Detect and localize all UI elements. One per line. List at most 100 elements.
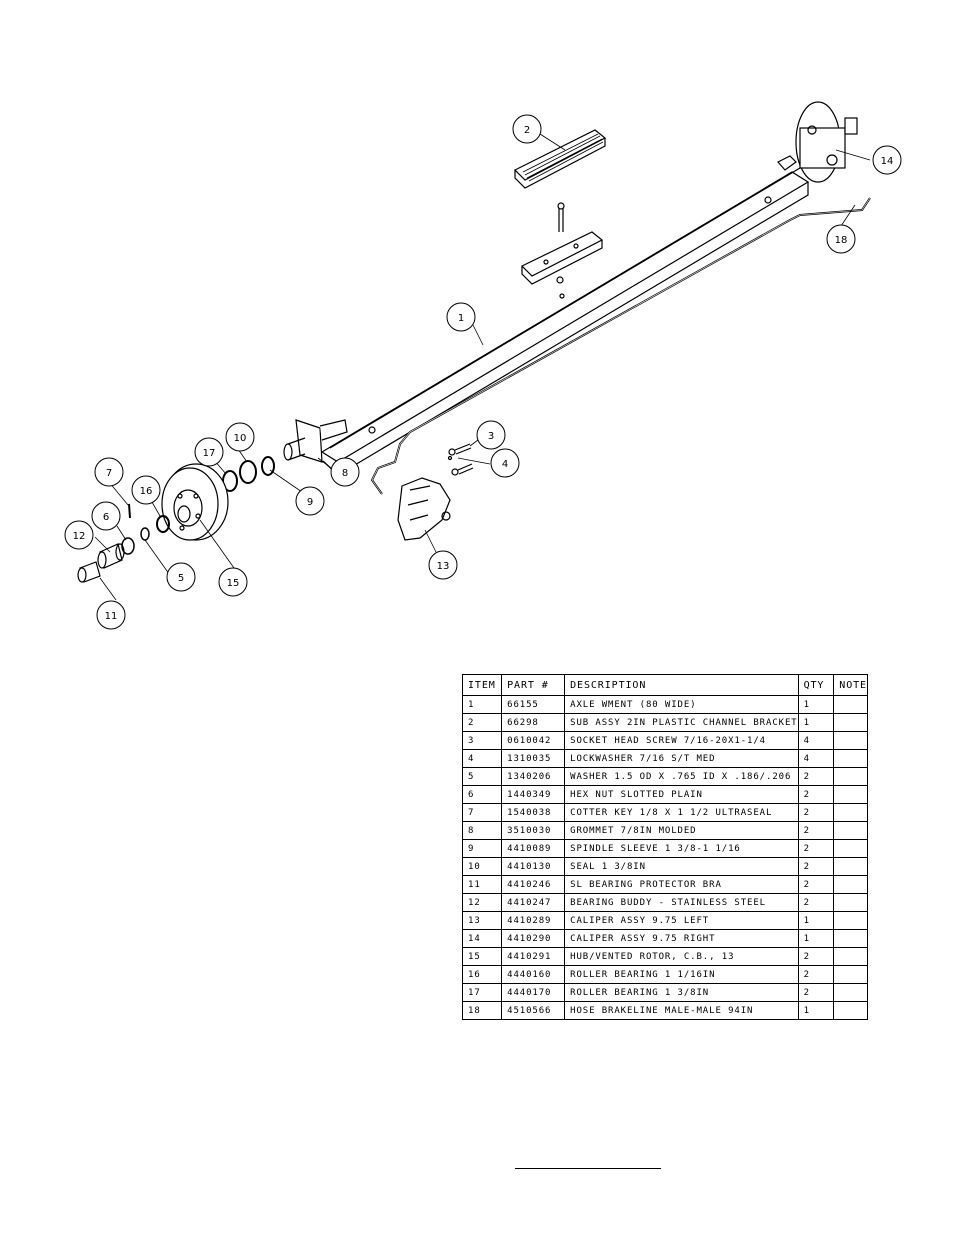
brake-line xyxy=(370,197,871,495)
cell-note xyxy=(833,749,868,768)
callout-14: 14 xyxy=(872,145,902,175)
cell-item: 12 xyxy=(461,893,503,912)
cell-part-number: 0610042 xyxy=(501,731,566,750)
cell-item: 4 xyxy=(461,749,503,768)
svg-text:5: 5 xyxy=(178,573,184,584)
bearing-buddy xyxy=(97,543,125,569)
cell-part-number: 1340206 xyxy=(501,767,566,786)
cell-part-number: 1310035 xyxy=(501,749,566,768)
cell-note xyxy=(833,803,868,822)
cell-item: 15 xyxy=(461,947,503,966)
cell-item: 14 xyxy=(461,929,503,948)
spindle-sleeve xyxy=(261,456,275,476)
cell-description: LOCKWASHER 7/16 S/T MED xyxy=(564,749,799,768)
cell-part-number: 4510566 xyxy=(501,1001,566,1020)
cell-note xyxy=(833,893,868,912)
cell-part-number: 4410289 xyxy=(501,911,566,930)
cell-description: ROLLER BEARING 1 1/16IN xyxy=(564,965,799,984)
cell-item: 8 xyxy=(461,821,503,840)
cell-part-number: 4410291 xyxy=(501,947,566,966)
cell-qty: 2 xyxy=(797,767,835,786)
cell-item: 13 xyxy=(461,911,503,930)
svg-text:13: 13 xyxy=(437,561,450,572)
plastic-channel-bracket xyxy=(513,129,607,189)
callout-12: 12 xyxy=(64,520,94,550)
header-note: NOTE xyxy=(833,674,868,696)
svg-text:11: 11 xyxy=(105,611,118,622)
cell-note xyxy=(833,731,868,750)
cell-note xyxy=(833,947,868,966)
callout-13: 13 xyxy=(428,550,458,580)
exploded-axle-diagram: 1 2 3 4 5 6 7 8 9 10 11 12 13 14 15 16 1… xyxy=(64,101,902,630)
callout-3: 3 xyxy=(476,420,506,450)
svg-text:12: 12 xyxy=(73,531,86,542)
callout-15: 15 xyxy=(218,567,248,597)
callout-7: 7 xyxy=(94,457,124,487)
cell-item: 3 xyxy=(461,731,503,750)
seal xyxy=(239,460,257,484)
cell-note xyxy=(833,695,868,714)
cell-part-number: 1540038 xyxy=(501,803,566,822)
cell-item: 16 xyxy=(461,965,503,984)
cell-part-number: 4410247 xyxy=(501,893,566,912)
cell-description: CALIPER ASSY 9.75 RIGHT xyxy=(564,929,799,948)
cell-item: 11 xyxy=(461,875,503,894)
svg-text:16: 16 xyxy=(140,486,153,497)
cell-item: 6 xyxy=(461,785,503,804)
callout-16: 16 xyxy=(131,475,161,505)
callout-5: 5 xyxy=(166,562,196,592)
cell-qty: 2 xyxy=(797,839,835,858)
cell-part-number: 4410290 xyxy=(501,929,566,948)
cell-description: GROMMET 7/8IN MOLDED xyxy=(564,821,799,840)
bearing-protector xyxy=(77,561,101,583)
cell-part-number: 4440160 xyxy=(501,965,566,984)
svg-text:10: 10 xyxy=(234,433,247,444)
table-header-row: ITEM PART # DESCRIPTION QTY NOTE xyxy=(461,674,868,696)
cell-qty: 4 xyxy=(797,749,835,768)
cell-description: HUB/VENTED ROTOR, C.B., 13 xyxy=(564,947,799,966)
cell-qty: 1 xyxy=(797,1001,835,1020)
svg-text:4: 4 xyxy=(502,459,508,470)
header-item: ITEM xyxy=(461,674,503,696)
svg-text:18: 18 xyxy=(835,235,848,246)
cell-qty: 2 xyxy=(797,875,835,894)
cell-qty: 2 xyxy=(797,803,835,822)
cell-note xyxy=(833,785,868,804)
cell-description: AXLE WMENT (80 WIDE) xyxy=(564,695,799,714)
cell-part-number: 66155 xyxy=(501,695,566,714)
footer-rule xyxy=(515,1168,661,1169)
u-bolt-and-plate xyxy=(520,202,604,285)
socket-head-screws xyxy=(447,443,474,476)
cell-item: 7 xyxy=(461,803,503,822)
svg-text:17: 17 xyxy=(203,448,216,459)
left-caliper-assembly xyxy=(397,477,451,541)
cell-description: BEARING BUDDY - STAINLESS STEEL xyxy=(564,893,799,912)
cell-qty: 2 xyxy=(797,983,835,1002)
cell-description: HEX NUT SLOTTED PLAIN xyxy=(564,785,799,804)
cell-qty: 2 xyxy=(797,965,835,984)
cell-part-number: 4440170 xyxy=(501,983,566,1002)
cell-item: 17 xyxy=(461,983,503,1002)
cell-qty: 2 xyxy=(797,785,835,804)
svg-text:15: 15 xyxy=(227,578,240,589)
cell-part-number: 4410246 xyxy=(501,875,566,894)
cell-qty: 2 xyxy=(797,857,835,876)
cell-qty: 2 xyxy=(797,821,835,840)
cell-part-number: 4410130 xyxy=(501,857,566,876)
svg-text:2: 2 xyxy=(524,125,530,136)
cell-part-number: 4410089 xyxy=(501,839,566,858)
callout-9: 9 xyxy=(295,486,325,516)
cell-note xyxy=(833,929,868,948)
cell-description: WASHER 1.5 OD X .765 ID X .186/.206 xyxy=(564,767,799,786)
cell-item: 18 xyxy=(461,1001,503,1020)
cell-qty: 4 xyxy=(797,731,835,750)
